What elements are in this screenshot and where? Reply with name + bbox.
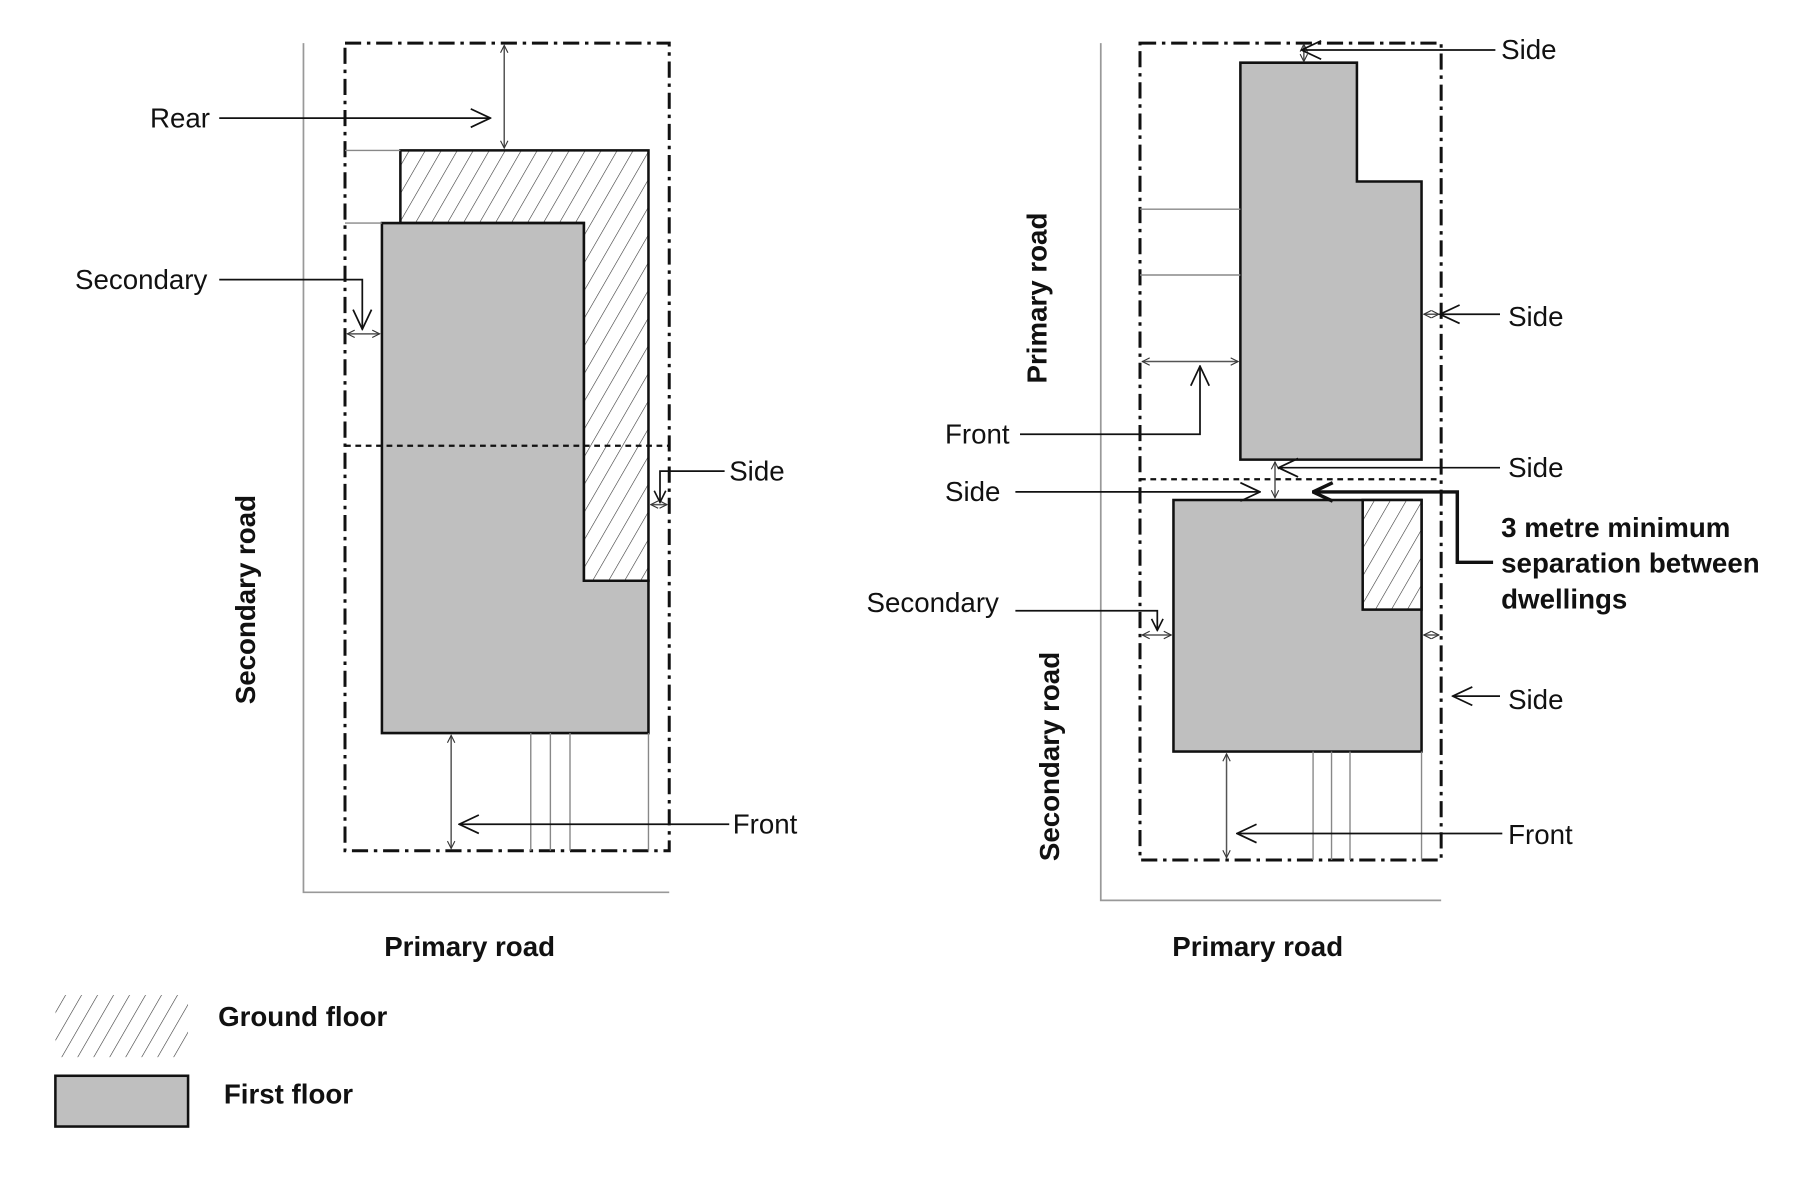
- side-upper-right-label: Side: [1508, 301, 1563, 332]
- front-lower-label: Front: [1508, 819, 1573, 850]
- side-leader-arrow: [660, 470, 725, 502]
- side-lower-right-label: Side: [1508, 684, 1563, 715]
- secondary-label: Secondary: [75, 264, 208, 295]
- secondary-label: Secondary: [867, 587, 1000, 618]
- first-floor-legend-label: First floor: [224, 1078, 353, 1109]
- legend-first-floor: First floor: [54, 1074, 353, 1128]
- front-upper-leader-arrow: [1019, 366, 1200, 436]
- secondary-road-label: Secondary road: [1034, 652, 1065, 861]
- front-upper-label: Front: [945, 418, 1010, 449]
- secondary-leader-arrow: [1015, 609, 1157, 631]
- separation-note-line3: dwellings: [1501, 583, 1627, 614]
- first-floor-area: [380, 221, 650, 735]
- legend: Ground floor First floor: [54, 995, 387, 1128]
- primary-road-vertical-label: Primary road: [1022, 213, 1053, 384]
- left-plan: Rear Secondary Side Front Secondary road…: [75, 41, 798, 962]
- primary-road-label: Primary road: [1172, 931, 1343, 962]
- legend-ground-floor: Ground floor: [55, 995, 387, 1058]
- road-edge-line: [302, 43, 670, 894]
- separation-note-line1: 3 metre minimum: [1501, 512, 1730, 543]
- first-floor-swatch: [54, 1074, 190, 1128]
- lot-boundary: [1138, 41, 1443, 862]
- primary-road-label: Primary road: [384, 931, 555, 962]
- separation-leader-arrow: [1313, 492, 1494, 565]
- secondary-leader-arrow: [219, 278, 362, 330]
- upper-dwelling-first-floor: [1239, 61, 1423, 461]
- front-label: Front: [733, 808, 798, 839]
- side-middle-right-label: Side: [1508, 452, 1563, 483]
- side-top-label: Side: [1501, 34, 1556, 65]
- ground-floor-legend-label: Ground floor: [218, 1001, 387, 1032]
- right-plan: Side Side Front Side Side 3 metre minimu…: [867, 34, 1760, 962]
- road-edge-line: [1099, 43, 1442, 902]
- lower-dwelling-ground-floor: [1361, 498, 1423, 611]
- side-label: Side: [729, 455, 784, 486]
- ground-floor-swatch: [55, 995, 189, 1058]
- side-middle-left-label: Side: [945, 476, 1000, 507]
- rear-label: Rear: [150, 102, 210, 133]
- secondary-road-label: Secondary road: [230, 495, 261, 704]
- separation-note-line2: separation between: [1501, 548, 1760, 579]
